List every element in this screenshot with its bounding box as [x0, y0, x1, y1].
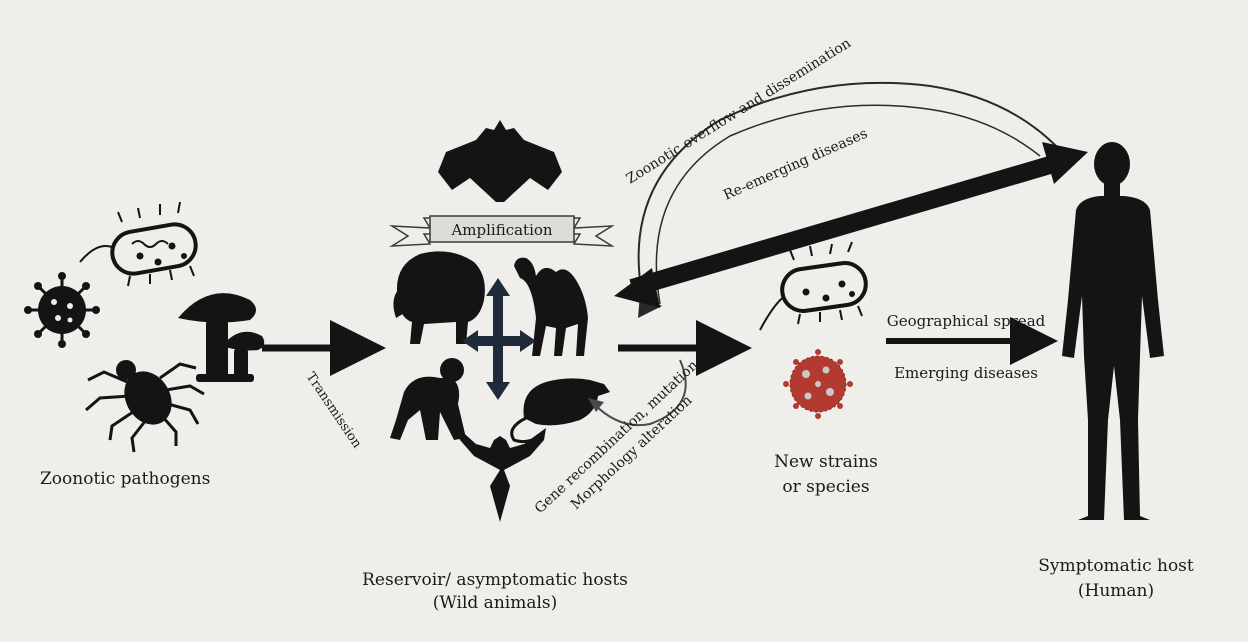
symptomatic-host-label: Symptomatic host — [1038, 556, 1194, 576]
overflow-label: Zoonotic overflow and dissemination — [624, 35, 854, 187]
reservoir-sublabel: (Wild animals) — [433, 593, 558, 613]
zoonotic-pathogens-label: Zoonotic pathogens — [40, 469, 210, 489]
reemerging-label: Re-emerging diseases — [721, 126, 870, 204]
new-strains-sublabel: or species — [782, 477, 869, 497]
emerging-diseases-label: Emerging diseases — [894, 364, 1038, 382]
mushroom-icon — [178, 293, 264, 382]
reservoir-label: Reservoir/ asymptomatic hosts — [362, 570, 628, 590]
coronavirus-icon — [783, 349, 853, 419]
new-bacterium-icon — [760, 242, 869, 330]
geographical-spread-label: Geographical spread — [887, 312, 1046, 330]
symptomatic-host-sublabel: (Human) — [1078, 581, 1154, 601]
bacterium-icon — [80, 202, 199, 286]
bat-icon — [438, 120, 562, 202]
human-silhouette-icon — [1062, 142, 1164, 520]
gene-recombination-label: Gene recombination, mutation, — [532, 354, 705, 517]
tick-icon — [86, 360, 204, 452]
chimpanzee-icon — [390, 358, 466, 440]
bison-icon — [393, 251, 484, 344]
transmission-label: Transmission — [303, 370, 365, 452]
virus-icon — [24, 272, 100, 348]
amplification-label: Amplification — [450, 221, 552, 239]
new-strains-label: New strains — [774, 452, 878, 472]
eagle-icon — [458, 428, 546, 522]
